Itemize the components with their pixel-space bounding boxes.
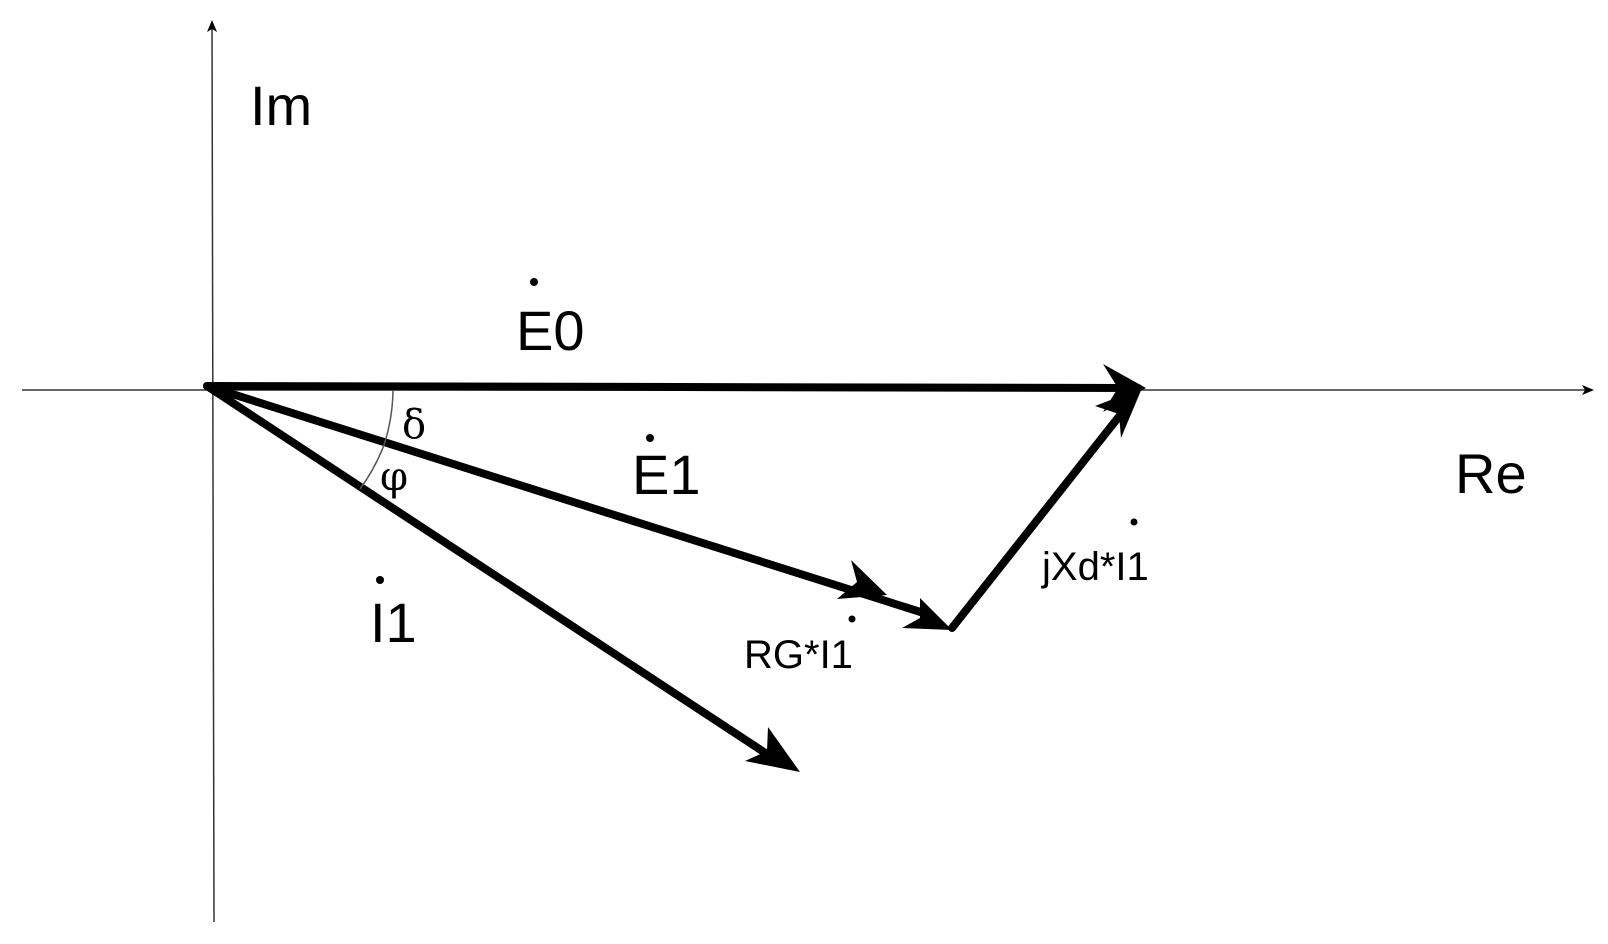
e0-label: E0 [516,299,585,362]
delta-angle-label: δ [402,402,426,448]
i1-phasor-line [203,382,780,764]
i1-phasor-dot [376,576,384,584]
i1-arrowhead [745,727,800,772]
imaginary-axis [207,20,218,923]
jxd-drop-label: jXd*I1 [1041,545,1149,589]
e1-arrowhead [837,560,887,599]
jxd-drop-line [948,396,1136,632]
imaginary-axis-label: Im [250,74,312,137]
rg-drop-phasor-dot [848,615,856,623]
e0-phasor-dot [530,278,538,286]
jxd-drop-arrowhead [1095,388,1142,438]
rg-drop-arrowhead [902,598,952,630]
phi-angle-label: φ [380,454,408,500]
e0-phasor-line [203,382,1142,392]
jxd-drop-phasor-dot [1130,518,1138,526]
i1-label: I1 [370,591,417,654]
phi-angle-arc [359,444,385,490]
e1-phasor-line [203,382,934,619]
delta-angle-arc [383,390,394,446]
e1-label: E1 [632,443,701,506]
rg-drop-label: RG*I1 [744,633,853,677]
real-axis-label: Re [1455,442,1527,505]
e1-phasor-dot [646,434,654,442]
